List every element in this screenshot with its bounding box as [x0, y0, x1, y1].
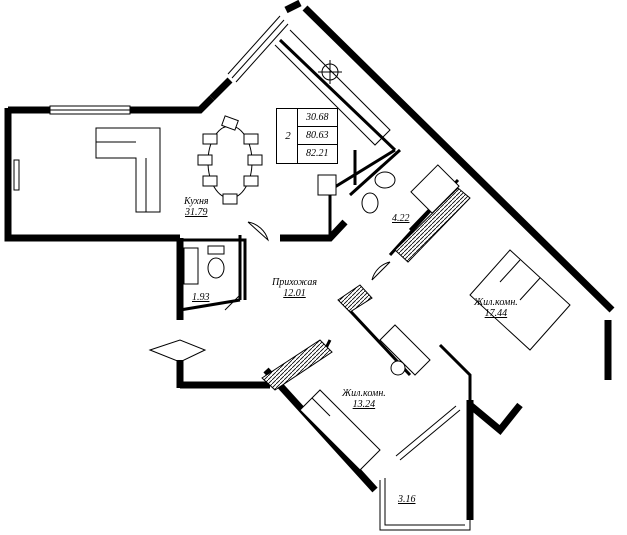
interior-walls: [179, 38, 472, 400]
bedroom1-name: Жил.комн.: [474, 297, 518, 308]
hall-label: Прихожая 12.01: [272, 277, 317, 299]
apartment-summary: 2 30.68 80.63 82.21: [276, 108, 338, 164]
kitchen-name: Кухня: [184, 196, 209, 207]
bath-label: 4.22: [392, 213, 410, 224]
total-area-with-balcony: 82.21: [298, 144, 337, 162]
bedroom1-bed: [469, 249, 571, 351]
kitchen-label: Кухня 31.79: [184, 196, 209, 218]
dining-table: [197, 115, 263, 205]
top-window: [227, 15, 289, 83]
hall-area: 12.01: [283, 288, 306, 299]
hall-name: Прихожая: [272, 277, 317, 288]
bedroom2-label: Жил.комн. 13.24: [342, 388, 386, 410]
bedroom2-desk: [379, 324, 431, 376]
living-area: 30.68: [306, 112, 329, 123]
doors: [148, 221, 391, 363]
wc-fixtures: [183, 245, 225, 285]
balcony: [379, 405, 471, 531]
bath-area: 4.22: [392, 213, 410, 224]
kitchen-counter: [274, 29, 391, 146]
total-area: 80.63: [298, 126, 337, 144]
wc-label: 1.93: [192, 292, 210, 303]
bedroom1-area: 17.44: [484, 308, 508, 319]
bathroom-fixtures: [317, 164, 460, 214]
kitchen-sofa: [95, 127, 161, 213]
wc-area: 1.93: [192, 292, 210, 303]
wardrobes: [261, 187, 471, 391]
bedroom2-name: Жил.комн.: [342, 388, 386, 399]
balcony-label: 3.16: [398, 494, 416, 505]
bedroom2-bed: [299, 389, 381, 471]
kitchen-window: [13, 105, 131, 191]
balcony-area: 3.16: [398, 494, 416, 505]
bedroom1-label: Жил.комн. 17.44: [474, 297, 518, 319]
room-count: 2: [279, 109, 298, 163]
kitchen-area: 31.79: [185, 207, 208, 218]
bedroom2-area: 13.24: [352, 399, 376, 410]
